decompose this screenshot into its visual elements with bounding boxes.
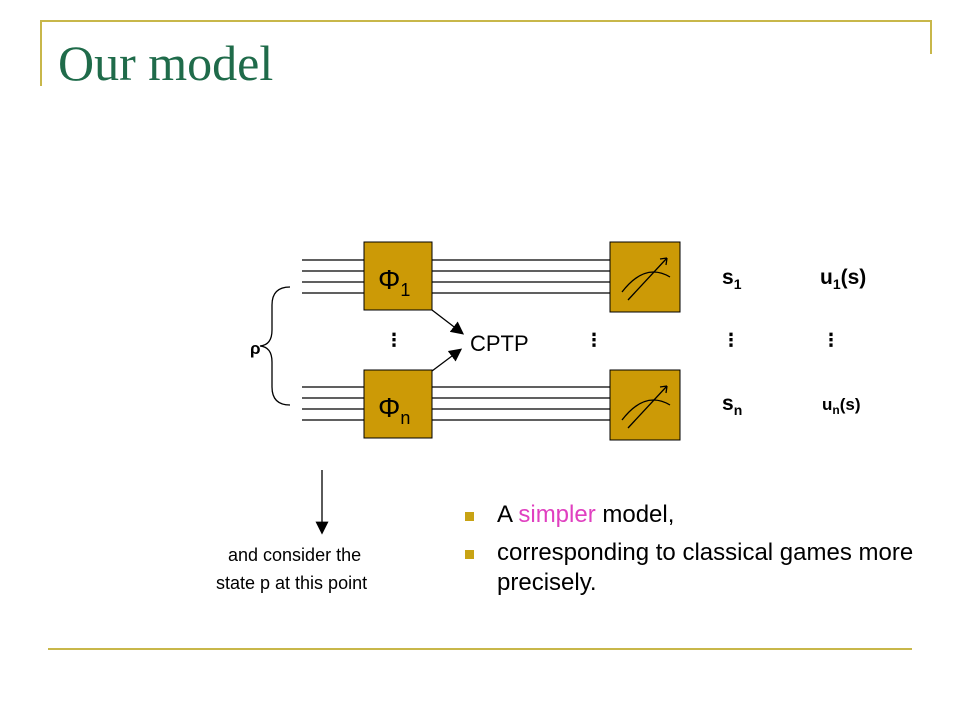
un-label: un(s) [822,395,861,417]
rho-brace [259,286,291,406]
phi1-box [363,241,433,311]
meter1-box [609,241,681,313]
right-rule [930,20,932,54]
caption: and consider the state p at this point [216,541,426,597]
bullet-text: corresponding to classical games more pr… [497,539,914,596]
phi1-label: Φ1 [378,264,410,300]
phin-box [363,369,433,439]
bullet-square-icon [465,512,474,521]
s1-label: s1 [722,266,742,292]
bottom-wires [302,386,610,421]
bullet-list: A simpler model, corresponding to classi… [465,500,935,606]
left-rule [40,20,42,86]
bullet-text: A [497,501,519,528]
meter-n-box [609,369,681,441]
phin-label: Φn [378,392,410,428]
cptp-label: CPTP [470,331,529,356]
bullet-item: A simpler model, [465,500,935,530]
bullet-square-icon [465,550,474,559]
bottom-rule [48,648,912,650]
bullet-item: corresponding to classical games more pr… [465,538,935,598]
cptp-arrow-lower [431,348,463,372]
slide-title: Our model [58,35,274,91]
measurement-meter-icon [621,257,671,301]
highlight-word: simpler [518,501,596,528]
ellipsis-s: ⋮ [722,330,740,351]
caption-line-2: state p at this point [216,573,368,593]
top-rule [40,20,932,22]
measurement-meter-icon [621,385,671,429]
cptp-arrow-upper [431,309,465,335]
ellipsis-u: ⋮ [822,330,840,351]
ellipsis-wires: ⋮ [585,330,603,351]
ellipsis-phi: ⋮ [385,330,403,351]
u1-label: u1(s) [820,266,866,292]
rho-label: ρ [250,339,261,358]
bullet-text: model, [595,501,675,528]
sn-label: sn [722,392,742,418]
top-wires [302,259,610,294]
caption-line-1: and consider the [228,545,362,565]
